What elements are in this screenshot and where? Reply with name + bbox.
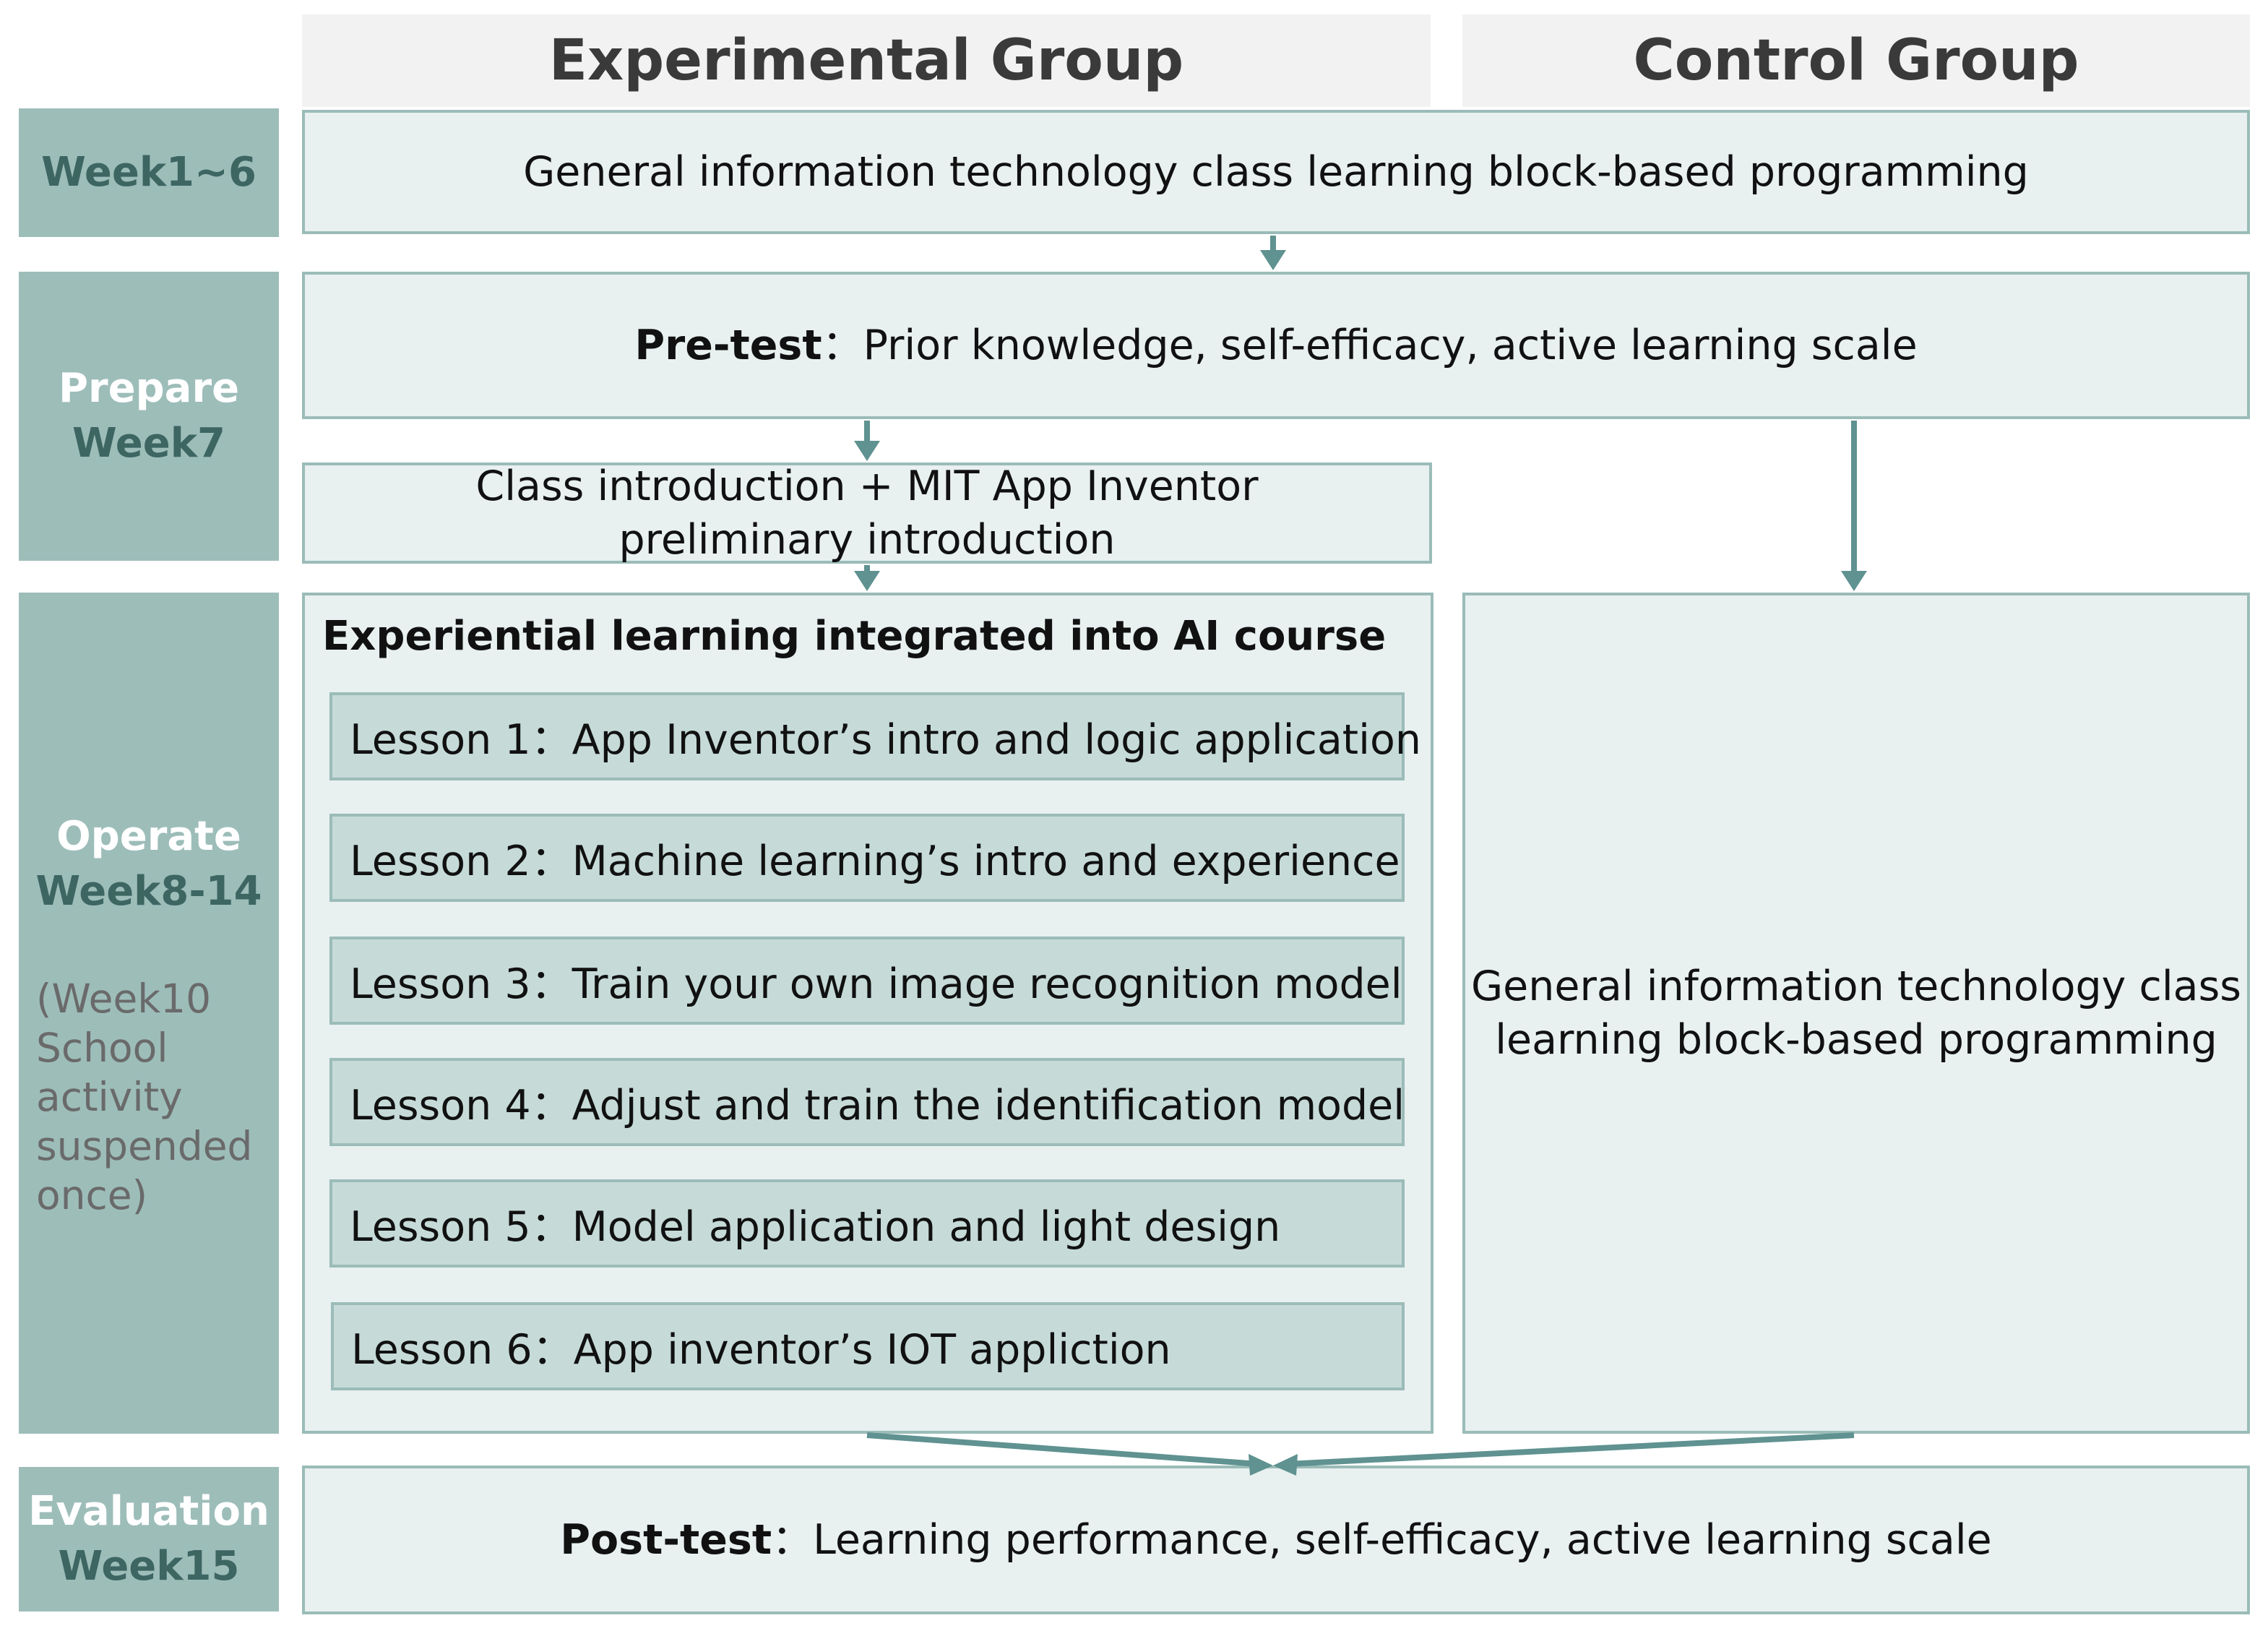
operate-note: (Week10 School activity suspended once) xyxy=(36,974,275,1220)
experimental-group-header: Experimental Group xyxy=(302,14,1431,107)
control-group-header: Control Group xyxy=(1462,14,2250,107)
phase-evaluation-week: Week15 xyxy=(58,1543,240,1590)
phase-prepare-week: Week7 xyxy=(72,420,225,467)
intro-line-1: Class introduction + MIT App Inventor xyxy=(475,462,1259,510)
phase-week1-6-label: Week1~6 xyxy=(41,149,256,196)
lesson-item: Lesson 4：Adjust and train the identifica… xyxy=(329,1058,1405,1146)
general-class-text: General information technology class lea… xyxy=(523,148,2029,196)
intro-line-2: preliminary introduction xyxy=(618,516,1116,564)
lesson-label: Lesson 2：Machine learning’s intro and ex… xyxy=(350,838,1400,885)
phase-evaluation: Evaluation Week15 xyxy=(19,1467,279,1611)
lesson-item: Lesson 5：Model application and light des… xyxy=(329,1179,1405,1268)
phase-operate: Operate Week8-14 xyxy=(19,593,279,1434)
arrowhead xyxy=(1273,1454,1298,1476)
lesson-label: Lesson 5：Model application and light des… xyxy=(350,1203,1281,1251)
phase-operate-label: Operate xyxy=(56,813,241,860)
arrow-control-to-posttest xyxy=(1287,1432,1855,1467)
pretest-separator: ： xyxy=(822,322,863,369)
lesson-label: Lesson 6：App inventor’s IOT appliction xyxy=(351,1326,1171,1374)
lesson-label: Lesson 4：Adjust and train the identifica… xyxy=(350,1082,1405,1129)
experimental-group-title: Experimental Group xyxy=(548,28,1184,93)
lesson-label: Lesson 3：Train your own image recognitio… xyxy=(350,960,1402,1008)
lesson-item: Lesson 6：App inventor’s IOT appliction xyxy=(331,1302,1405,1390)
phase-operate-week: Week8-14 xyxy=(35,868,262,915)
intro-box: Class introduction + MIT App Inventor pr… xyxy=(302,462,1432,564)
phase-prepare: Prepare Week7 xyxy=(19,272,279,561)
arrowhead xyxy=(854,571,880,591)
arrowhead xyxy=(1841,571,1867,591)
control-class-box: General information technology class lea… xyxy=(1462,593,2250,1434)
posttest-label: Post-test xyxy=(560,1516,772,1564)
lesson-item: Lesson 1：App Inventor’s intro and logic … xyxy=(329,692,1421,780)
pretest-text: Prior knowledge, self-efficacy, active l… xyxy=(863,322,1918,369)
operate-note-line: activity xyxy=(36,1074,183,1120)
lesson-label: Lesson 1：App Inventor’s intro and logic … xyxy=(350,716,1421,764)
operate-note-line: suspended xyxy=(36,1123,253,1169)
phase-week1-6: Week1~6 xyxy=(19,108,279,237)
control-class-line-2: learning block-based programming xyxy=(1495,1016,2217,1064)
posttest-text: Learning performance, self-efficacy, act… xyxy=(813,1516,1992,1564)
arrowhead xyxy=(1249,1454,1273,1476)
arrowhead xyxy=(854,441,880,461)
lesson-item: Lesson 2：Machine learning’s intro and ex… xyxy=(329,814,1405,902)
general-class-box: General information technology class lea… xyxy=(302,110,2250,234)
pretest-line: Pre-test：Prior knowledge, self-efficacy,… xyxy=(634,319,1917,372)
pretest-label: Pre-test xyxy=(634,322,822,369)
phase-prepare-label: Prepare xyxy=(58,365,240,412)
operate-note-line: (Week10 xyxy=(36,976,212,1022)
phase-evaluation-label: Evaluation xyxy=(28,1488,270,1535)
arrow-experiential-to-posttest xyxy=(866,1432,1259,1467)
control-class-line-1: General information technology class xyxy=(1471,963,2241,1010)
operate-note-line: School xyxy=(36,1025,168,1071)
posttest-separator: ： xyxy=(772,1516,814,1564)
pretest-box: Pre-test：Prior knowledge, self-efficacy,… xyxy=(302,272,2250,419)
experiential-title: Experiential learning integrated into AI… xyxy=(322,613,1387,660)
operate-note-line: once) xyxy=(36,1172,148,1218)
posttest-box: Post-test：Learning performance, self-eff… xyxy=(302,1466,2250,1614)
control-group-title: Control Group xyxy=(1633,28,2079,93)
posttest-line: Post-test：Learning performance, self-eff… xyxy=(560,1513,1991,1567)
arrowhead xyxy=(1260,250,1286,270)
lesson-item: Lesson 3：Train your own image recognitio… xyxy=(329,937,1405,1025)
